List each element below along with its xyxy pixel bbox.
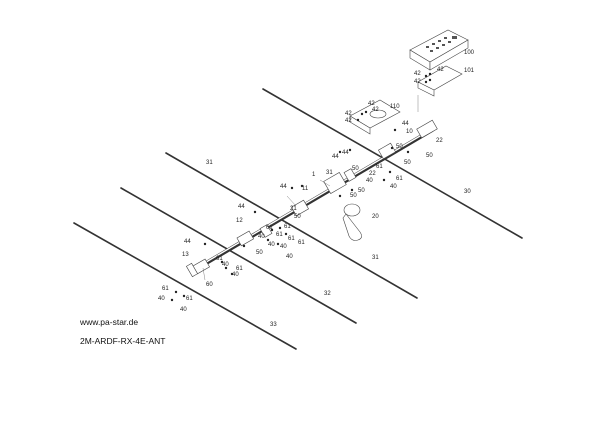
label-61-j: 61	[162, 286, 169, 292]
element-rod-32	[120, 187, 357, 324]
element-rod-30	[262, 88, 523, 239]
label-50-f: 50	[350, 193, 357, 199]
boom-tube	[194, 128, 434, 271]
label-50-b: 50	[396, 144, 403, 150]
label-101: 101	[464, 68, 475, 74]
label-44-f: 44	[184, 239, 191, 245]
label-61-h: 61	[216, 256, 223, 262]
label-50-c: 50	[404, 160, 411, 166]
label-110: 110	[390, 104, 400, 110]
boom-clamp-1	[323, 168, 357, 194]
label-100: 100	[464, 50, 475, 56]
label-50-g: 50	[294, 214, 301, 220]
label-50-e: 50	[358, 188, 365, 194]
label-61-b: 61	[396, 176, 403, 182]
label-21: 21	[290, 206, 297, 212]
handle-part-20	[342, 203, 362, 241]
label-61-g: 61	[298, 240, 305, 246]
label-42-g: 42	[345, 118, 352, 124]
label-40-f: 40	[286, 254, 293, 260]
label-40-i: 40	[158, 296, 165, 302]
element-rod-33	[73, 222, 297, 350]
label-22-b: 22	[369, 171, 376, 177]
label-61-a: 61	[376, 164, 383, 170]
label-20: 20	[372, 214, 379, 220]
website-caption: www.pa-star.de	[80, 317, 139, 327]
label-42-f: 42	[345, 111, 352, 117]
mounting-plate-110	[349, 99, 401, 135]
label-50-h: 50	[256, 250, 263, 256]
label-40-d: 40	[268, 242, 275, 248]
label-13: 13	[182, 252, 189, 258]
label-42-b: 42	[414, 71, 421, 77]
label-50-a: 50	[426, 153, 433, 159]
label-61-d: 61	[284, 224, 291, 230]
label-1: 1	[312, 172, 316, 178]
label-42-d: 42	[368, 101, 375, 107]
end-cap-22	[416, 119, 438, 139]
receiver-box-100	[409, 29, 469, 71]
label-22: 22	[436, 138, 443, 144]
label-44-b: 44	[342, 150, 349, 156]
label-32: 32	[324, 291, 331, 297]
label-33: 33	[270, 322, 277, 328]
element-mount-13	[236, 224, 273, 247]
element-mount-12	[291, 199, 309, 217]
label-40-e: 40	[280, 244, 287, 250]
label-12: 12	[236, 218, 243, 224]
element-mount-front	[185, 258, 210, 278]
label-40-a: 40	[366, 178, 373, 184]
label-60: 60	[206, 282, 213, 288]
label-40-c: 40	[258, 234, 265, 240]
label-44-e: 44	[238, 204, 245, 210]
label-10: 10	[406, 129, 413, 135]
label-31-b: 31	[326, 170, 333, 176]
label-61-f: 61	[288, 236, 295, 242]
label-40-h: 40	[232, 272, 239, 278]
label-61-e: 61	[276, 232, 283, 238]
label-61-k: 61	[186, 296, 193, 302]
label-40-g: 40	[222, 262, 229, 268]
label-61-i: 61	[236, 266, 243, 272]
label-40-b: 40	[390, 184, 397, 190]
label-31-a: 31	[206, 160, 213, 166]
label-44-a: 44	[402, 121, 409, 127]
element-rod-31-upper	[165, 152, 418, 299]
mounting-bracket-101	[417, 65, 463, 97]
label-40-j: 40	[180, 307, 187, 313]
label-61-c: 61	[266, 225, 273, 231]
hardware-dots	[170, 72, 432, 302]
label-50-d: 50	[352, 166, 359, 172]
label-30: 30	[464, 189, 471, 195]
label-11: 11	[302, 186, 309, 192]
label-44-d: 44	[280, 184, 287, 190]
label-31-c: 31	[372, 255, 379, 261]
label-44-c: 44	[332, 154, 339, 160]
leader-lines	[202, 95, 419, 281]
label-42-a: 42	[437, 67, 444, 73]
label-42-c: 42	[414, 79, 421, 85]
model-caption: 2M-ARDF-RX-4E-ANT	[80, 336, 166, 346]
label-42-e: 42	[372, 107, 379, 113]
